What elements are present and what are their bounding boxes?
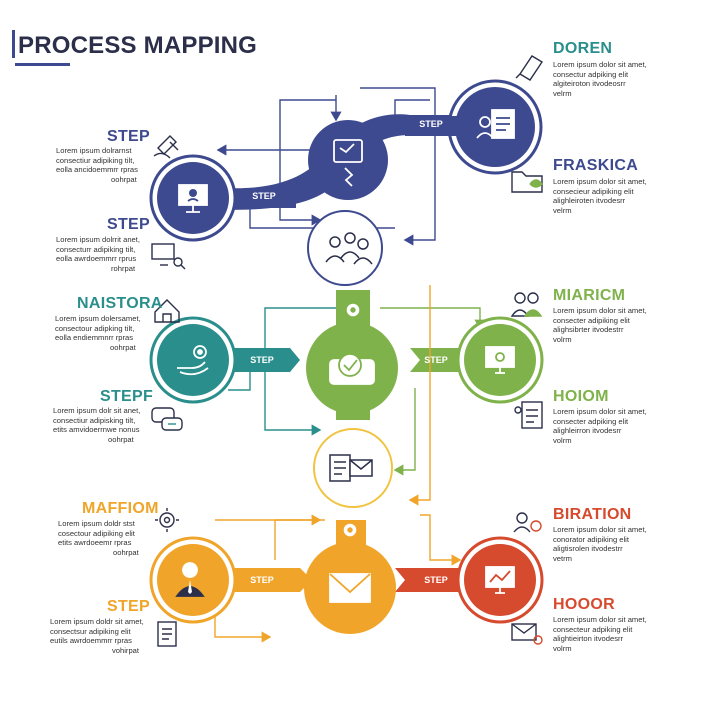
- team-icon: [325, 232, 373, 265]
- presentation-person-icon: [178, 184, 208, 213]
- teal-arrow-band: [228, 348, 300, 372]
- people-group-icon: [510, 292, 543, 317]
- left-heading-3: NAISTORA: [77, 295, 163, 312]
- documents-mail-icon: [329, 454, 373, 482]
- right-text-3: Lorem ipsum dolor sit amet,consecter adi…: [553, 306, 647, 344]
- right-heading-2: FRASKICA: [553, 157, 639, 174]
- right-heading-6: HOOOR: [553, 596, 615, 613]
- left-heading-5: MAFFIOM: [82, 500, 159, 517]
- chat-bubbles-icon: [151, 407, 183, 431]
- orange-node-left[interactable]: [157, 544, 229, 616]
- house-hand-icon: [154, 299, 180, 323]
- right-text-2: Lorem ipsum dolor sit amet,consecieur ad…: [553, 177, 647, 215]
- step-tag-teal: STEP: [250, 355, 274, 365]
- monitor-search-icon: [151, 243, 186, 270]
- page-title: PROCESS MAPPING: [18, 32, 258, 59]
- right-text-6: Lorem ipsum dolor sit amet,consecteur ad…: [553, 615, 647, 653]
- green-arrow-band: [410, 348, 470, 372]
- right-heading-4: HOIOM: [553, 388, 609, 405]
- step-tag-red: STEP: [424, 575, 448, 585]
- orange-arrow-band: [225, 568, 312, 592]
- left-heading-2: STEP: [107, 216, 150, 233]
- hand-puzzle-icon: [333, 139, 363, 187]
- step-tag-green: STEP: [424, 355, 448, 365]
- gear-icon: [155, 508, 179, 532]
- monitor-settings-icon: [485, 346, 515, 374]
- clipboard-person-icon: [476, 109, 515, 139]
- navy-step-tag-left-bg: [244, 188, 296, 208]
- left-heading-4: STEPF: [100, 388, 154, 405]
- teal-node-left[interactable]: [157, 324, 229, 396]
- title-accent: [12, 30, 15, 58]
- folder-leaf-icon: [511, 171, 543, 193]
- hand-check-icon: [329, 353, 375, 385]
- right-text-1: Lorem ipsum dolor sit amet,consectur adp…: [553, 60, 647, 98]
- step-tag-orange: STEP: [250, 575, 274, 585]
- red-arrow-band: [395, 568, 470, 592]
- right-heading-5: BIRATION: [553, 506, 632, 523]
- title-underline: [15, 63, 70, 66]
- left-heading-1: STEP: [107, 128, 150, 145]
- gavel-hand-icon: [153, 135, 179, 159]
- document-list-icon: [157, 621, 177, 647]
- mail-settings-icon: [511, 623, 543, 645]
- pen-nib-icon: [515, 55, 543, 81]
- businessman-icon: [175, 562, 205, 597]
- navy-step-tag-right-bg: [405, 116, 457, 136]
- navy-node-bottom[interactable]: [307, 210, 383, 286]
- document-checklist-icon: [514, 401, 543, 429]
- right-heading-1: DOREN: [553, 40, 613, 57]
- left-heading-6: STEP: [107, 598, 150, 615]
- right-text-4: Lorem ipsum dolor sit amet,consecter adp…: [553, 407, 647, 445]
- green-gear-icon: [345, 302, 361, 318]
- left-text-4: Lorem ipsum dolr sit anet,consectiur adi…: [53, 406, 141, 444]
- right-text-5: Lorem ipsum dolor sit amet,conorator adi…: [553, 525, 647, 563]
- navy-node-center[interactable]: [308, 120, 388, 200]
- left-text-2: Lorem ipsum dolrrit anet,consecturr adip…: [56, 235, 140, 273]
- step-tag-navy-right: STEP: [419, 119, 443, 129]
- left-text-6: Lorem ipsum doldr sit amet,consectsur ad…: [50, 617, 144, 655]
- envelope-icon: [329, 573, 371, 603]
- orange-gear-icon: [342, 522, 358, 538]
- monitor-chart-icon: [485, 566, 515, 594]
- left-text-3: Lorem ipsum dolersamet,consectour adipki…: [55, 314, 141, 352]
- right-heading-3: MIARICM: [553, 287, 626, 304]
- gear-hand-icon: [177, 345, 209, 376]
- step-tag-navy-left: STEP: [252, 191, 276, 201]
- team-settings-icon: [513, 512, 542, 533]
